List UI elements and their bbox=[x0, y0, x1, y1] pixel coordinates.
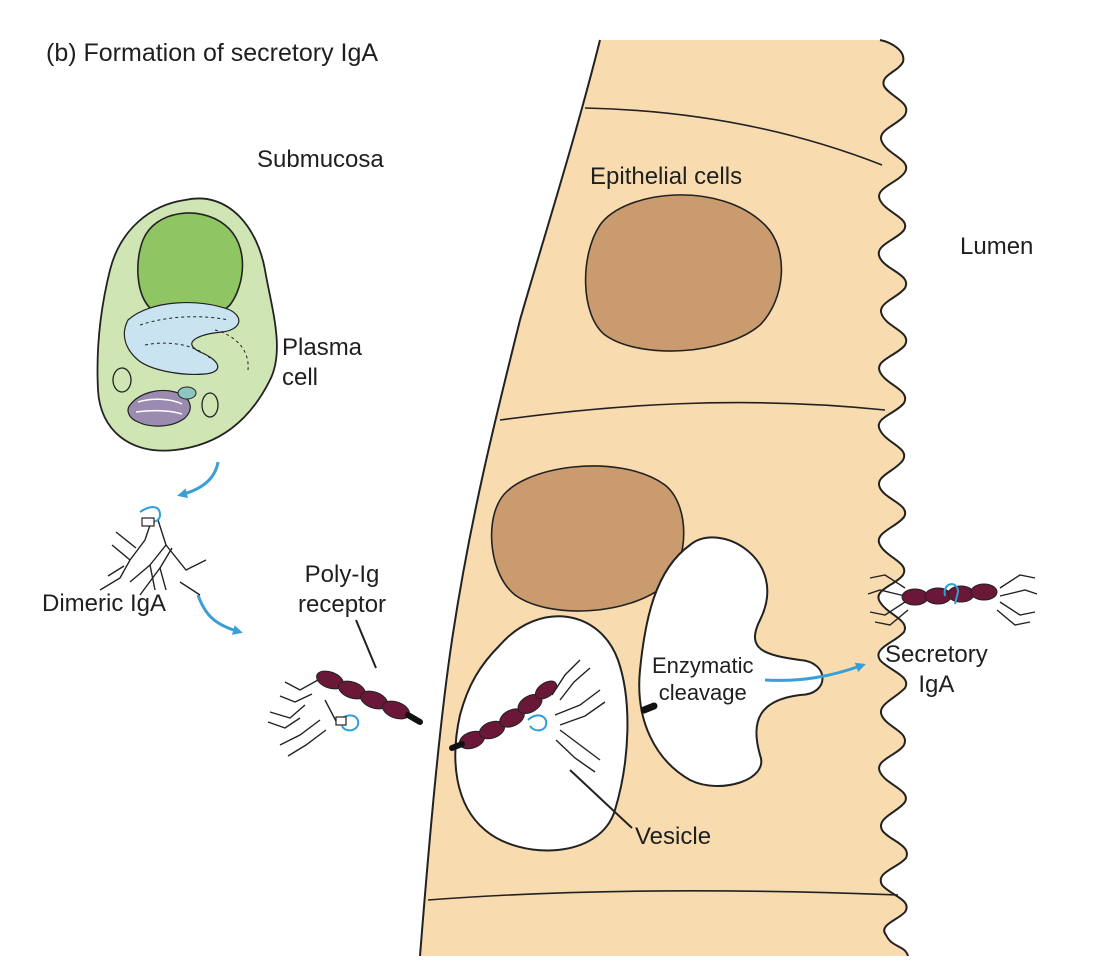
label-lumen: Lumen bbox=[960, 233, 1034, 260]
label-enzymatic-line2: cleavage bbox=[658, 680, 747, 705]
cleavage-stub bbox=[640, 702, 658, 714]
secretory-iga-molecule bbox=[867, 574, 1038, 626]
label-plasma-line1: Plasma bbox=[282, 334, 363, 361]
poly-ig-receptor-chain bbox=[316, 670, 410, 720]
j-chain-box-bound bbox=[335, 716, 347, 726]
exocytosis-pocket bbox=[638, 536, 824, 787]
endoplasmic-reticulum bbox=[123, 302, 240, 375]
label-enzymatic-cleavage: Enzymatic cleavage bbox=[652, 652, 753, 706]
cell-junction-1 bbox=[584, 107, 883, 166]
epithelial-nucleus-lower bbox=[490, 465, 685, 612]
label-poly-ig-line1: Poly-Ig bbox=[304, 561, 380, 588]
basal-membrane-line bbox=[419, 39, 601, 957]
small-vesicle bbox=[177, 386, 197, 400]
receptor-anchor-basal bbox=[405, 712, 423, 725]
vesicle-iga bbox=[551, 659, 606, 773]
label-vesicle: Vesicle bbox=[635, 823, 712, 850]
epithelial-nucleus-upper bbox=[584, 194, 783, 352]
arrow-release bbox=[764, 662, 866, 682]
arrow-secretion bbox=[177, 461, 220, 499]
label-secretory-line2: IgA bbox=[918, 671, 955, 698]
vesicle-receptor-chain bbox=[458, 680, 558, 750]
vesicle bbox=[454, 615, 629, 852]
mitochondrion-left bbox=[112, 367, 132, 393]
label-dimeric-iga: Dimeric IgA bbox=[42, 590, 167, 617]
label-secretory-iga: Secretory IgA bbox=[885, 640, 988, 700]
dimeric-iga-molecule bbox=[99, 519, 207, 596]
receptor-pointer-line bbox=[355, 619, 377, 669]
label-secretory-line1: Secretory bbox=[885, 641, 988, 668]
label-epithelial-cells: Epithelial cells bbox=[590, 163, 743, 190]
vesicle-pointer-line bbox=[569, 769, 633, 829]
secretory-component bbox=[901, 583, 998, 606]
label-enzymatic-line1: Enzymatic bbox=[652, 653, 754, 678]
cell-junction-3 bbox=[427, 890, 899, 901]
label-plasma-line2: cell bbox=[282, 364, 319, 391]
er-stroke-2 bbox=[144, 342, 211, 359]
label-poly-ig-receptor: Poly-Ig receptor bbox=[298, 560, 386, 620]
j-chain-bound bbox=[339, 714, 360, 732]
mitochondrion-right bbox=[201, 392, 219, 418]
lumen-border-line bbox=[877, 39, 909, 957]
label-poly-ig-line2: receptor bbox=[298, 591, 387, 618]
vesicle-receptor-anchor bbox=[449, 741, 465, 751]
diagram-title: (b) Formation of secretory IgA bbox=[46, 39, 379, 67]
arrow-to-receptor bbox=[196, 594, 243, 635]
j-chain-box-free bbox=[141, 517, 155, 527]
plasma-cell-nucleus bbox=[137, 212, 244, 322]
j-chain-vesicle bbox=[527, 714, 548, 732]
receptor-bound-iga bbox=[267, 679, 339, 757]
golgi-stroke bbox=[135, 398, 183, 415]
label-submucosa: Submucosa bbox=[257, 146, 384, 173]
cell-junction-2 bbox=[499, 401, 886, 421]
label-plasma-cell: Plasma cell bbox=[282, 333, 362, 393]
golgi-apparatus bbox=[127, 389, 191, 427]
j-chain-secretory bbox=[943, 583, 960, 605]
